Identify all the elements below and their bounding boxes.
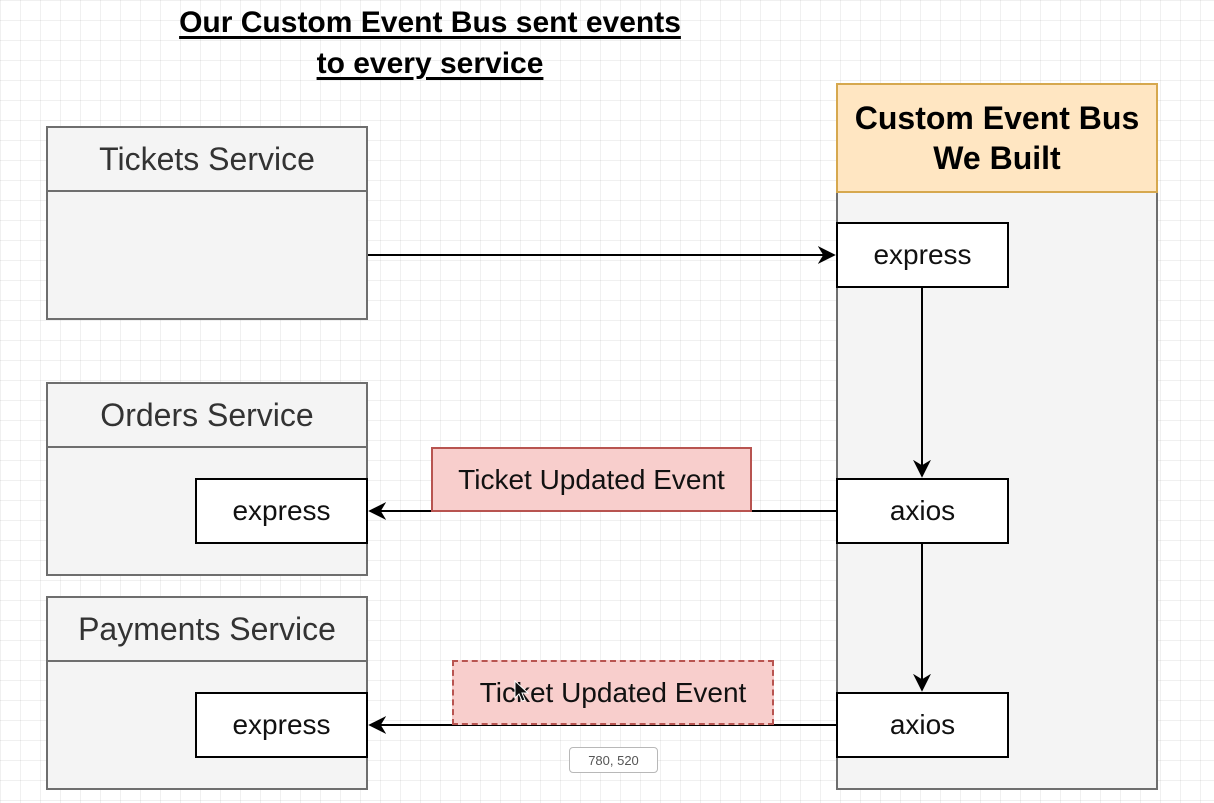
diagram-title: Our Custom Event Bus sent events to ever… — [120, 2, 740, 84]
bus-axios-box-2[interactable]: axios — [836, 692, 1009, 758]
cursor-coordinates-readout: 780, 520 — [569, 747, 658, 773]
title-line-2: to every service — [316, 47, 544, 80]
title-line-1: Our Custom Event Bus sent events — [179, 6, 681, 39]
event-bus-title-line-1: Custom Event Bus — [854, 100, 1140, 136]
orders-express-box[interactable]: express — [195, 478, 368, 544]
payments-service-label: Payments Service — [48, 598, 366, 662]
payments-event-label[interactable]: Ticket Updated Event — [452, 660, 774, 725]
bus-express-box[interactable]: express — [836, 222, 1009, 288]
payments-express-box[interactable]: express — [195, 692, 368, 758]
bus-axios-box-1[interactable]: axios — [836, 478, 1009, 544]
tickets-service[interactable]: Tickets Service — [46, 126, 368, 320]
tickets-service-label: Tickets Service — [48, 128, 366, 192]
event-bus-header: Custom Event Bus We Built — [836, 83, 1158, 193]
orders-event-label[interactable]: Ticket Updated Event — [431, 447, 752, 512]
mouse-pointer-icon — [514, 680, 530, 702]
event-bus[interactable]: Custom Event Bus We Built — [836, 83, 1158, 790]
event-bus-title-line-2: We Built — [933, 140, 1061, 176]
orders-service-label: Orders Service — [48, 384, 366, 448]
